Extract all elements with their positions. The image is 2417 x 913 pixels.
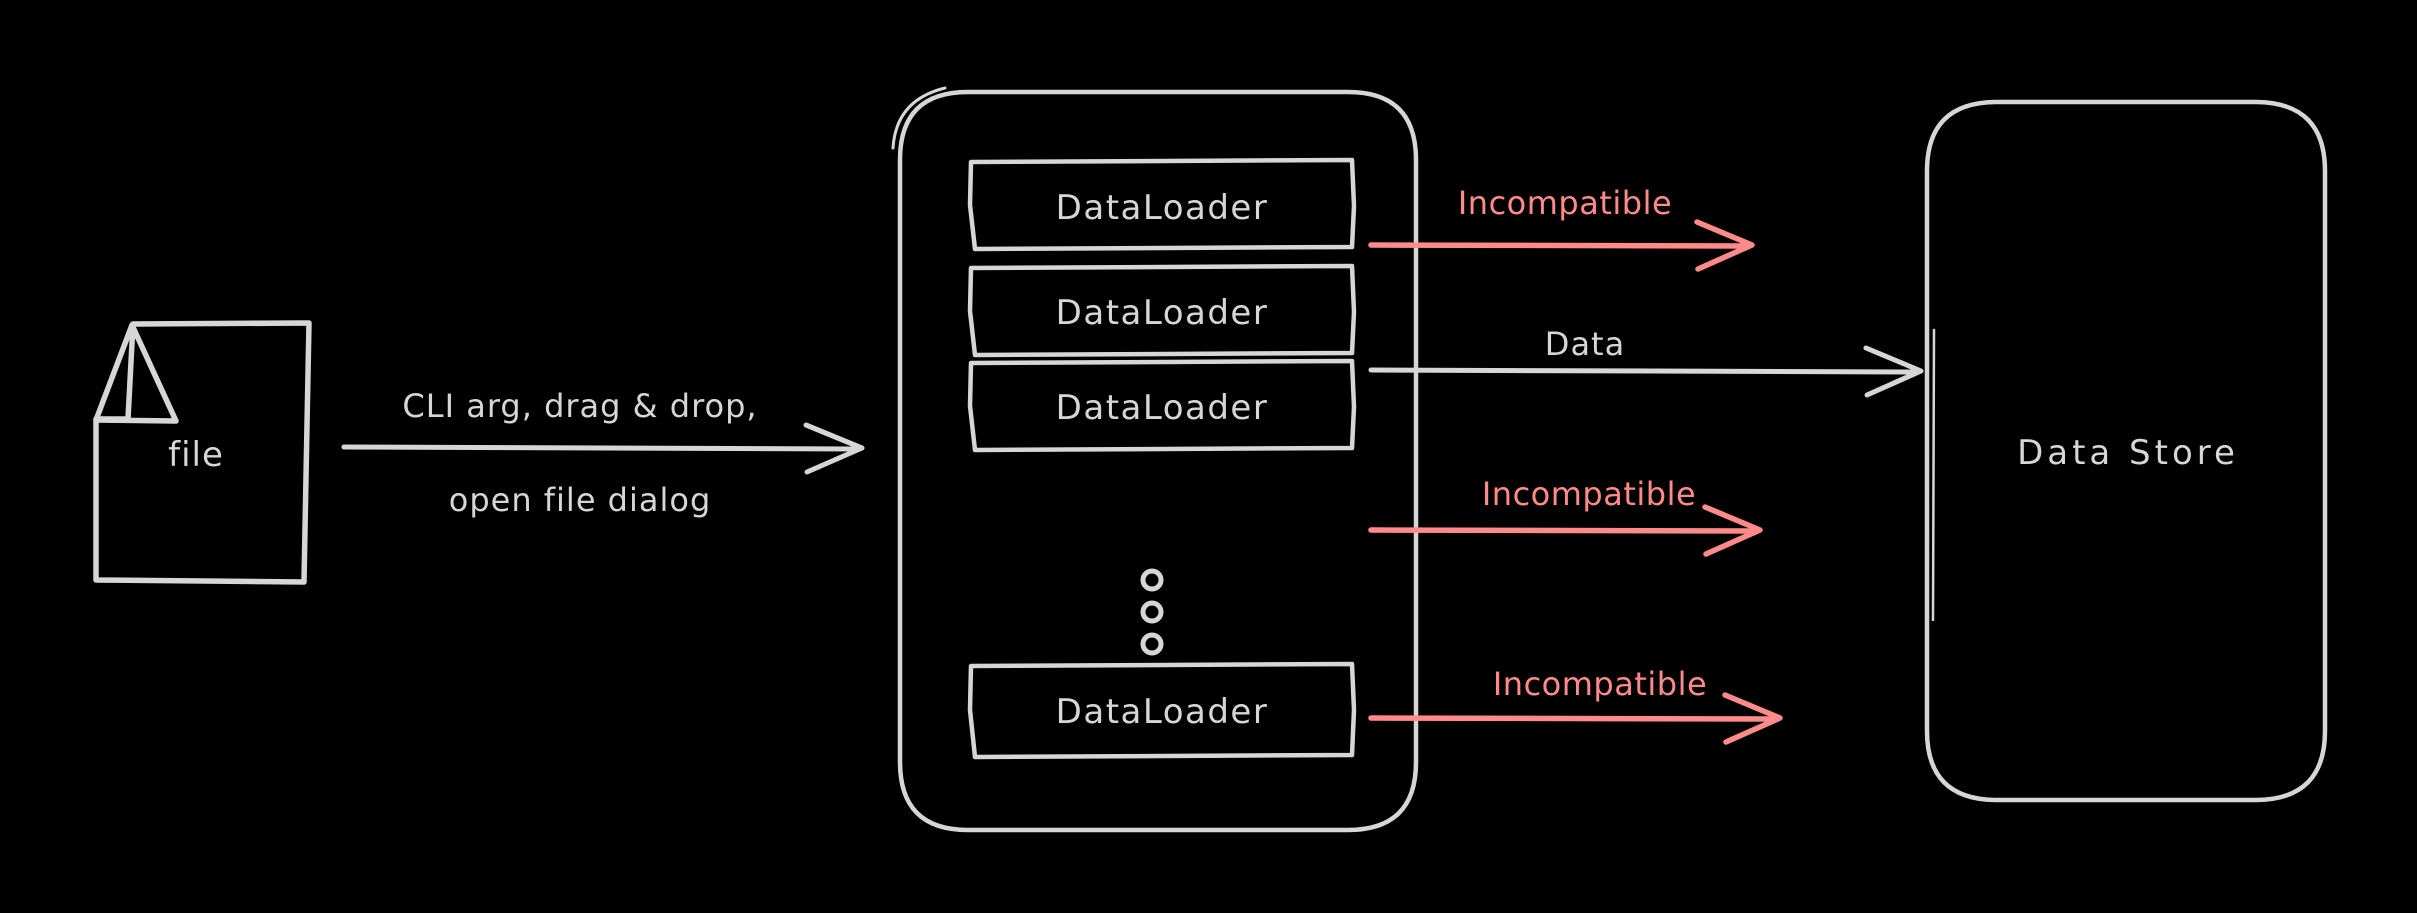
dataloader-box-3-shape[interactable] <box>967 358 1357 453</box>
file-node-label: file <box>168 435 224 475</box>
data-store-outline <box>1924 99 2328 803</box>
vertical-ellipsis-icon <box>1140 568 1164 656</box>
ellipsis-dot-2 <box>1140 600 1164 624</box>
edge-file-to-loaders-label-line2: open file dialog <box>448 481 712 519</box>
dataloader-box-2-shape[interactable] <box>967 263 1357 358</box>
data-store-sketch-inner-stroke <box>1931 328 1936 622</box>
edge-incompatible-3-label: Incompatible <box>1492 665 1708 703</box>
edge-incompatible-2-line <box>1368 527 1755 534</box>
edge-file-to-loaders-arrow <box>341 422 865 475</box>
dataloader-box-1-label: DataLoader <box>1055 188 1269 228</box>
dataloader-box-3-label: DataLoader <box>1055 388 1269 428</box>
edge-file-to-loaders-label-line1: CLI arg, drag & drop, <box>402 387 758 425</box>
edge-data-arrowhead-icon <box>1863 345 1924 398</box>
edge-incompatible-2-label: Incompatible <box>1481 475 1697 513</box>
edge-incompatible-1-line <box>1368 242 1748 249</box>
dataloader-box-3-outline <box>967 358 1357 453</box>
ellipsis-dot-1 <box>1140 568 1164 592</box>
edge-incompatible-2-arrow <box>1368 504 1763 557</box>
edge-incompatible-2-arrowhead-icon <box>1702 504 1763 557</box>
dataloader-box-1-outline <box>967 157 1357 252</box>
edge-data-arrow <box>1368 345 1924 398</box>
edge-incompatible-3-line <box>1368 715 1775 722</box>
ellipsis-dot-3 <box>1140 632 1164 656</box>
data-store-node-label: Data Store <box>2017 433 2239 473</box>
edge-data-line <box>1368 367 1917 375</box>
edge-file-arrowhead-icon <box>803 422 865 475</box>
loader-container-outline <box>897 89 1419 833</box>
file-node-shape[interactable] <box>93 320 312 585</box>
dataloader-box-2-label: DataLoader <box>1055 293 1269 333</box>
dataloader-box-4-outline <box>967 661 1357 760</box>
data-store-node-shape[interactable] <box>1924 99 2328 803</box>
loader-container-shape[interactable] <box>891 86 1419 833</box>
edge-incompatible-1-label: Incompatible <box>1457 184 1673 222</box>
dataloader-box-4-shape[interactable] <box>967 661 1357 760</box>
file-fold-corner-icon <box>93 322 179 424</box>
loader-container-sketch-overshoot <box>891 86 947 150</box>
dataloader-box-1-shape[interactable] <box>967 157 1357 252</box>
edge-data-label: Data <box>1544 325 1626 363</box>
edge-incompatible-3-arrow <box>1368 692 1783 745</box>
edge-incompatible-3-arrowhead-icon <box>1722 692 1783 745</box>
edge-incompatible-1-arrow <box>1368 219 1755 272</box>
dataloader-box-2-outline <box>967 263 1357 358</box>
edge-file-line <box>341 444 858 452</box>
dataloader-box-4-label: DataLoader <box>1055 692 1269 732</box>
edge-incompatible-1-arrowhead-icon <box>1694 219 1755 272</box>
